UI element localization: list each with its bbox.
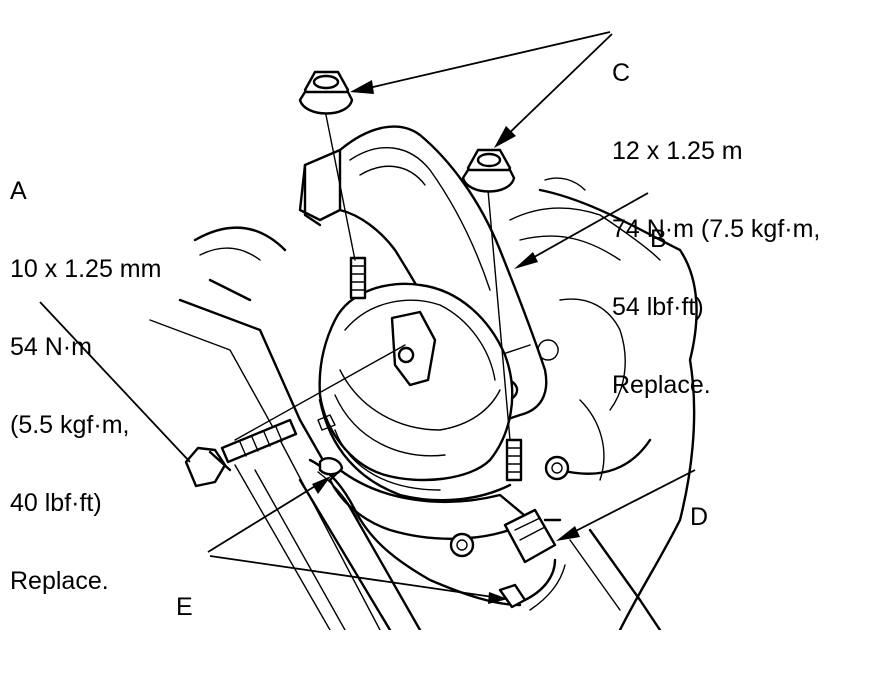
callout-c: C 12 x 1.25 m 74 N·m (7.5 kgf·m, 54 lbf·…	[612, 8, 820, 450]
leader-lines	[39, 31, 696, 604]
leader-e-upper	[207, 479, 326, 553]
wire-harness	[308, 456, 566, 611]
guide-line-bolt	[234, 344, 406, 441]
base-bolts	[449, 455, 570, 558]
callout-c-torque-lbf: 54 lbf·ft)	[612, 293, 704, 321]
flange-nut-left	[298, 70, 354, 115]
arrow-e-upper	[312, 476, 331, 494]
callout-a-note: Replace.	[10, 567, 109, 595]
callout-b: B	[650, 174, 678, 304]
arrow-e-lower	[488, 592, 508, 604]
arrow-c-left	[350, 80, 374, 94]
callout-a-letter: A	[10, 177, 27, 205]
callout-d: D	[690, 452, 718, 582]
frame-outline	[149, 226, 422, 632]
callout-b-letter: B	[650, 225, 667, 253]
flange-nut-right	[461, 148, 516, 193]
callout-c-size: 12 x 1.25 m	[612, 137, 743, 165]
mount-body	[317, 282, 532, 540]
callout-e: E	[176, 542, 204, 672]
callout-d-letter: D	[690, 503, 709, 531]
mount-bolt	[184, 418, 298, 488]
guide-line-nut-left	[324, 109, 356, 261]
arrow-d	[556, 526, 580, 541]
engine-mount-diagram: A 10 x 1.25 mm 54 N·m (5.5 kgf·m, 40 lbf…	[10, 8, 820, 632]
leader-d	[561, 469, 696, 539]
guide-line-nut-right	[487, 189, 511, 441]
arrow-c-right	[494, 126, 516, 148]
leader-c-left	[359, 31, 611, 91]
callout-a-torque-kgf: (5.5 kgf·m,	[10, 411, 130, 439]
callout-c-torque-nm: 74 N·m (7.5 kgf·m,	[612, 215, 821, 243]
leader-c-right	[501, 33, 613, 141]
callout-a: A 10 x 1.25 mm 54 N·m (5.5 kgf·m, 40 lbf…	[10, 126, 161, 646]
mount-illustration	[39, 31, 698, 632]
callout-c-note: Replace.	[612, 371, 711, 399]
leader-e-lower	[209, 555, 501, 599]
body-panel	[509, 177, 698, 632]
callout-a-size: 10 x 1.25 mm	[10, 255, 162, 283]
leader-b	[519, 192, 649, 266]
leader-a	[39, 301, 191, 463]
stud-left	[349, 256, 367, 300]
sensor-connector	[503, 508, 562, 564]
arrow-b	[514, 252, 538, 269]
callout-c-letter: C	[612, 59, 631, 87]
callout-a-torque-nm: 54 N·m	[10, 333, 92, 361]
callout-a-torque-lbf: 40 lbf·ft)	[10, 489, 102, 517]
stud-right	[505, 438, 523, 482]
callout-e-letter: E	[176, 593, 193, 621]
